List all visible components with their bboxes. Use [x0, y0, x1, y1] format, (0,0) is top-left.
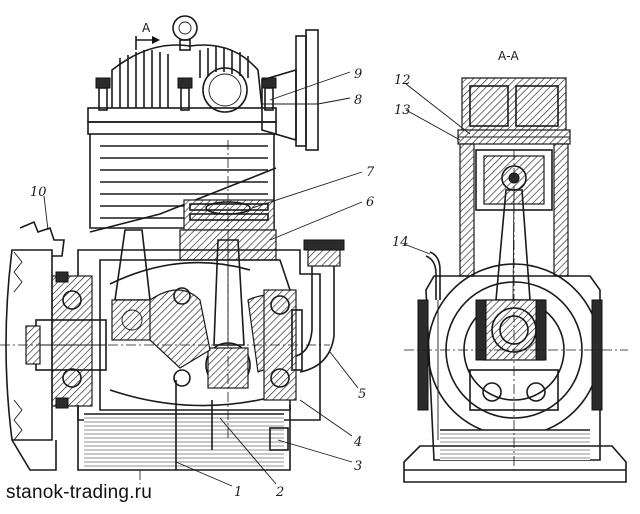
callout-9: 9 [354, 67, 362, 82]
section-marker-label: А [142, 21, 151, 35]
head-bolts [95, 77, 277, 111]
longitudinal-section-view: А [0, 15, 345, 484]
callout-7: 7 [366, 165, 375, 180]
callout-6: 6 [366, 195, 374, 210]
section-marker-a: А [135, 21, 160, 50]
callout-3: 3 [354, 459, 362, 474]
callout-4: 4 [353, 435, 362, 450]
cylinder-head-fins [111, 44, 263, 109]
cross-section-view: А-А [403, 49, 628, 483]
section-title: А-А [498, 49, 520, 63]
callout-14: 14 [392, 235, 409, 250]
callout-12: 12 [394, 73, 411, 88]
valve-port [202, 67, 248, 113]
section-head [457, 77, 571, 145]
section-side-bolts [417, 299, 603, 411]
main-bearing-left [51, 271, 93, 409]
oil-filler-cap [295, 239, 345, 373]
callout-2: 2 [275, 485, 284, 500]
watermark: stanok-trading.ru [6, 482, 152, 503]
pulley [5, 220, 65, 471]
eye-bolt [172, 15, 198, 51]
oil-sump [77, 380, 291, 484]
callout-labels: 1 2 3 4 5 6 7 8 9 10 12 13 14 [30, 67, 411, 500]
left-piston-rod [111, 229, 153, 341]
outlet-flange [261, 29, 319, 151]
oil-dipstick [425, 251, 441, 440]
section-sump-base [403, 429, 627, 483]
callout-13: 13 [394, 103, 411, 118]
callout-10: 10 [30, 185, 47, 200]
callout-1: 1 [234, 485, 242, 500]
callout-5: 5 [358, 387, 366, 402]
callout-8: 8 [354, 93, 362, 108]
leader-lines [43, 71, 471, 487]
